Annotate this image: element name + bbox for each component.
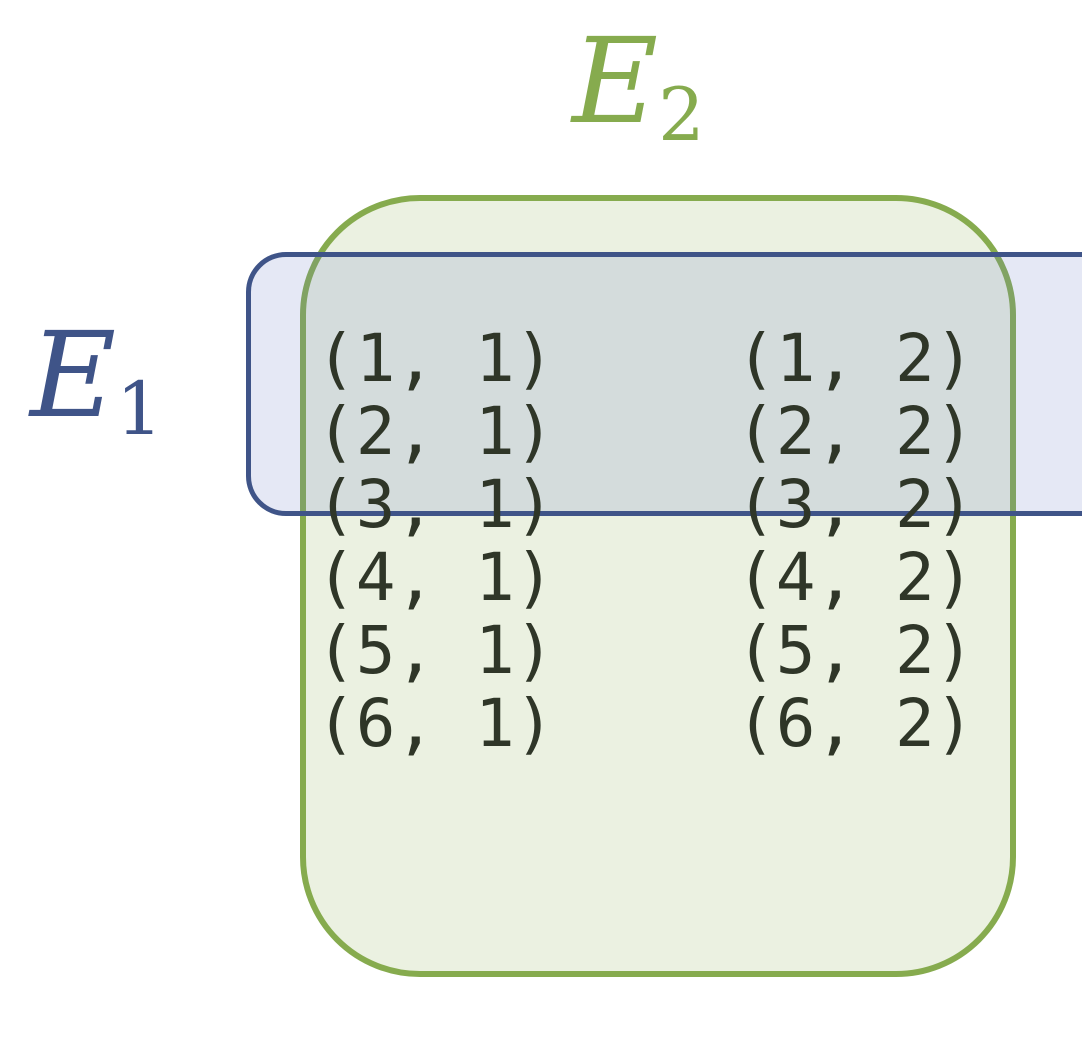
outcome-row: (6, 1) (6, 2): [316, 685, 974, 762]
event-e2-label-main: E: [572, 12, 659, 150]
outcome-row: (3, 1) (3, 2): [316, 466, 974, 543]
outcome-cell: (6, 2): [736, 685, 975, 762]
event-e1-label: E1: [30, 316, 163, 446]
outcome-row: (1, 1) (1, 2): [316, 320, 974, 397]
event-e2-label-sub: 2: [658, 73, 705, 159]
outcome-cell: (1, 2): [736, 320, 975, 397]
outcome-grid: (1, 1) (1, 2) (2, 1) (2, 2) (3, 1) (3, 2…: [316, 320, 974, 762]
outcome-cell: (2, 1): [316, 393, 555, 470]
event-e2-label: E2: [572, 22, 705, 152]
outcome-cell: (4, 1): [316, 539, 555, 616]
outcome-row: (2, 1) (2, 2): [316, 393, 974, 470]
event-e1-label-main: E: [30, 306, 117, 444]
outcome-cell: (5, 1): [316, 612, 555, 689]
outcome-cell: (5, 2): [736, 612, 975, 689]
outcome-cell: (1, 1): [316, 320, 555, 397]
outcome-row: (4, 1) (4, 2): [316, 539, 974, 616]
outcome-cell: (3, 2): [736, 466, 975, 543]
event-e2-region: [300, 195, 1016, 977]
outcome-row: (5, 1) (5, 2): [316, 612, 974, 689]
outcome-cell: (2, 2): [736, 393, 975, 470]
event-e1-label-sub: 1: [116, 367, 163, 453]
outcome-cell: (3, 1): [316, 466, 555, 543]
outcome-cell: (6, 1): [316, 685, 555, 762]
event-e1-region: [246, 252, 1082, 516]
outcome-cell: (4, 2): [736, 539, 975, 616]
